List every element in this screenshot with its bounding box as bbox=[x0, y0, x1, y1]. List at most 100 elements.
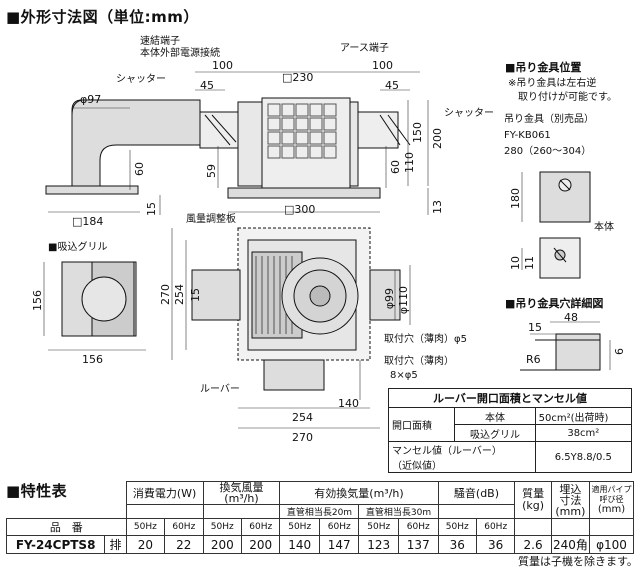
dim-11: 11 bbox=[523, 256, 536, 270]
dim-45-right: 45 bbox=[385, 79, 399, 92]
spec-footnote: 質量は子機を除きます。 bbox=[518, 555, 638, 568]
spec-cell-4: 140 bbox=[279, 535, 320, 554]
dim-r6: R6 bbox=[526, 353, 541, 366]
dim-110: 110 bbox=[403, 152, 416, 173]
spec-cell-9: 36 bbox=[475, 535, 516, 554]
spec-h-power: 消費電力(W) bbox=[125, 481, 204, 505]
spec-h-noise: 騒音(dB) bbox=[437, 481, 516, 505]
label-connector: 速結端子 bbox=[140, 36, 180, 47]
dim-59: 59 bbox=[205, 164, 218, 178]
mansell-box: ルーバー開口面積とマンセル値 開口面積 本体 50cm²(出荷時) 吸込グリル … bbox=[387, 388, 633, 473]
dim-156-h: 156 bbox=[82, 353, 103, 366]
spec-h-embed: 埋込 寸法 (mm) bbox=[550, 481, 591, 519]
spec-cell-11: 240角 bbox=[550, 535, 591, 554]
mansell-munsell-2: （近似値） bbox=[392, 461, 442, 472]
dim-254-v: 254 bbox=[173, 284, 186, 305]
dim-phi110: φ110 bbox=[397, 286, 410, 315]
hanger-pos-title: ■吊り金具位置 bbox=[505, 61, 582, 74]
spec-h-airflow: 換気風量 (m³/h) bbox=[202, 481, 281, 505]
spec-hz50-airflow: 50Hz bbox=[202, 518, 243, 536]
dim-15-side: 15 bbox=[145, 202, 158, 216]
spec-hz60-duct30: 60Hz bbox=[398, 518, 439, 536]
dim-60-right: 60 bbox=[389, 160, 402, 174]
spec-h-pipe-2: 呼び径 bbox=[599, 495, 624, 504]
spec-h-mass-unit: (kg) bbox=[522, 499, 545, 512]
label-mount-hole-2: 取付穴（薄肉） bbox=[384, 356, 454, 367]
mansell-open-area: 開口面積 bbox=[387, 407, 456, 442]
spec-cell-6: 123 bbox=[358, 535, 399, 554]
mansell-body: 本体 bbox=[454, 407, 536, 425]
spec-cell-7: 137 bbox=[398, 535, 439, 554]
dim-phi97: φ97 bbox=[80, 93, 102, 106]
dim-100-left: 100 bbox=[212, 59, 233, 72]
mansell-body-val: 50cm²(出荷時) bbox=[534, 407, 633, 425]
mansell-munsell-val: 6.5Y8.8/0.5 bbox=[534, 441, 633, 473]
spec-hz50-noise: 50Hz bbox=[437, 518, 477, 536]
page-title: ■外形寸法図（単位:mm） bbox=[6, 8, 199, 26]
spec-hz60-duct20: 60Hz bbox=[318, 518, 360, 536]
spec-h-model: 品 番 bbox=[6, 518, 127, 536]
mansell-grille-val: 38cm² bbox=[534, 424, 633, 442]
hanger-sold: 吊り金具（別売品） bbox=[504, 114, 594, 125]
dim-sq184: □184 bbox=[72, 215, 104, 228]
dim-180: 180 bbox=[509, 188, 522, 209]
spec-h-mass-label: 質量 bbox=[522, 487, 545, 500]
spec-hz60-noise: 60Hz bbox=[475, 518, 516, 536]
spec-h-pipe: 適用パイプ 呼び径 (mm) bbox=[589, 481, 634, 519]
spec-row-type: 排 bbox=[104, 535, 127, 554]
spec-cell-0: 20 bbox=[125, 535, 166, 554]
dim-10: 10 bbox=[509, 256, 522, 270]
spec-cell-5: 147 bbox=[318, 535, 360, 554]
label-body: 本体 bbox=[594, 222, 614, 233]
label-damper: 風量調整板 bbox=[186, 214, 236, 225]
label-earth: アース端子 bbox=[340, 43, 389, 54]
label-shutter-left: シャッター bbox=[116, 74, 166, 85]
spec-h-pipe-1: 適用パイプ bbox=[591, 485, 632, 494]
hanger-note-2: 取り付けが可能です。 bbox=[518, 92, 617, 103]
dim-phi99: φ99 bbox=[383, 288, 396, 310]
dim-15-hole: 15 bbox=[528, 321, 542, 334]
dim-48: 48 bbox=[564, 311, 578, 324]
label-mount-hole-1: 取付穴（薄肉）φ5 bbox=[384, 334, 467, 345]
dim-45-left: 45 bbox=[200, 79, 214, 92]
spec-h-eff: 有効換気量(m³/h) bbox=[279, 481, 439, 505]
dim-60-left: 60 bbox=[133, 162, 146, 176]
mansell-munsell-1: マンセル値（ルーバー） bbox=[392, 446, 502, 457]
spec-h-airflow-label: 換気風量 bbox=[219, 481, 264, 494]
label-power-connect: 本体外部電源接続 bbox=[140, 48, 220, 59]
mansell-table: 開口面積 本体 50cm²(出荷時) 吸込グリル 38cm² マンセル値（ルーバ… bbox=[387, 407, 633, 473]
dim-270-h: 270 bbox=[292, 431, 313, 444]
spec-cell-10: 2.6 bbox=[514, 535, 552, 554]
dim-6: 6 bbox=[613, 348, 626, 355]
spec-h-mass: 質量 (kg) bbox=[514, 481, 552, 519]
spec-table: 消費電力(W) 換気風量 (m³/h) 有効換気量(m³/h) 騒音(dB) 質… bbox=[5, 481, 634, 554]
spec-h-airflow-unit: (m³/h) bbox=[224, 492, 259, 505]
spec-cell-8: 36 bbox=[437, 535, 477, 554]
spec-hz60-airflow: 60Hz bbox=[240, 518, 281, 536]
hanger-hole-title: ■吊り金具穴詳細図 bbox=[505, 297, 604, 310]
hanger-size: 280（260〜304） bbox=[504, 146, 592, 157]
spec-hz50-duct30: 50Hz bbox=[358, 518, 399, 536]
dim-150: 150 bbox=[411, 122, 424, 143]
spec-hz50-duct20: 50Hz bbox=[279, 518, 320, 536]
dim-sq230: □230 bbox=[282, 71, 314, 84]
dim-140: 140 bbox=[338, 397, 359, 410]
dim-15-plan: 15 bbox=[189, 288, 202, 302]
label-louver: ルーバー bbox=[200, 384, 240, 395]
mansell-grille: 吸込グリル bbox=[454, 424, 536, 442]
spec-h-embed-2: 寸法 bbox=[559, 493, 582, 507]
spec-h-duct30: 直管相当長30m bbox=[358, 504, 439, 519]
dim-254-h: 254 bbox=[292, 411, 313, 424]
spec-h-embed-1: 埋込 bbox=[559, 482, 582, 496]
spec-cell-1: 22 bbox=[164, 535, 204, 554]
dim-200: 200 bbox=[431, 128, 444, 149]
label-shutter-right: シャッター bbox=[444, 108, 494, 119]
spec-cell-2: 200 bbox=[202, 535, 243, 554]
dim-156-v: 156 bbox=[31, 290, 44, 311]
spec-cell-3: 200 bbox=[240, 535, 281, 554]
label-mount-hole-count: 8×φ5 bbox=[390, 370, 418, 381]
spec-h-pipe-unit: (mm) bbox=[597, 504, 626, 515]
spec-title: ■特性表 bbox=[6, 482, 68, 500]
hanger-model: FY-KB061 bbox=[504, 130, 551, 141]
